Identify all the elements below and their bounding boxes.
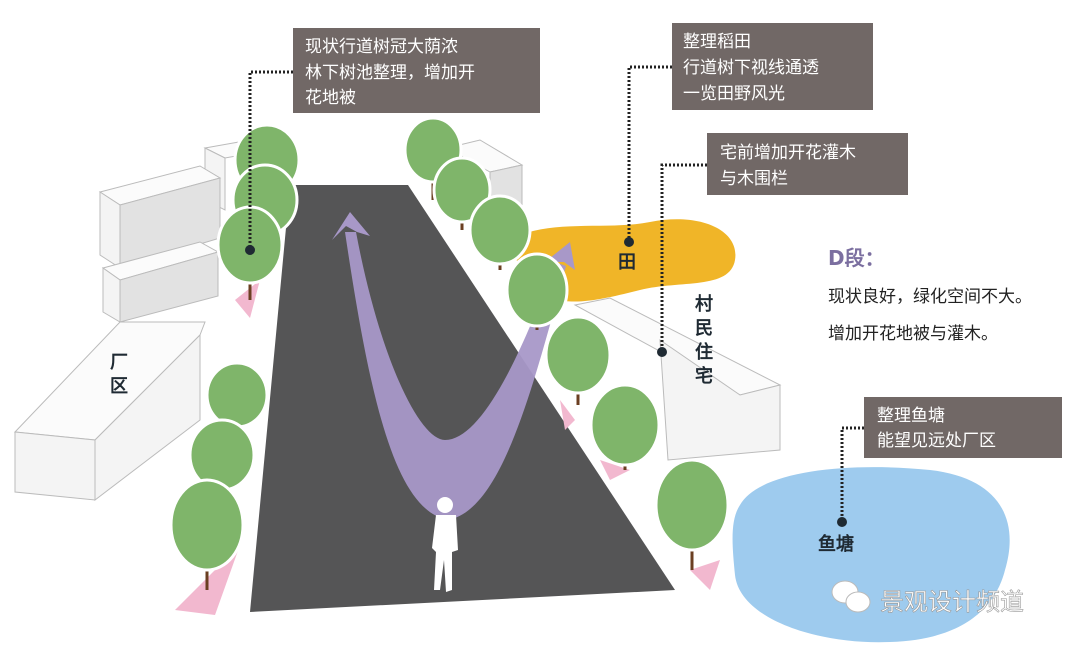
callout-line: 花地被 [305,88,356,108]
callout-shrubs: 宅前增加开花灌木 与木围栏 [707,133,908,195]
village-label-3: 住 [695,341,713,363]
callout-paddy: 整理稻田 行道树下视线通透 一览田野风光 [672,23,873,110]
callout-line: 现状行道树冠大荫浓 [305,37,458,57]
pedestrian-icon [432,497,458,592]
village-label-2: 民 [695,318,713,339]
left-buildings [13,139,272,502]
wechat-icon [831,580,871,613]
callout-line: 整理鱼塘 [877,406,945,426]
marker-street-trees [245,245,255,255]
callout-line: 一览田野风光 [683,84,785,104]
leader-pond [840,426,864,520]
callout-line: 能望见远处厂区 [877,431,996,451]
pond-label: 鱼塘 [818,533,854,555]
callout-line: 林下树池整理，增加开 [305,63,475,83]
section-line: 增加开花地被与灌木。 [828,324,998,344]
marker-paddy [624,237,634,247]
factory-label-2: 区 [110,376,128,397]
leader-paddy [627,65,672,240]
paddy-field [513,219,736,302]
arrow-head-right [545,242,575,270]
marker-pond [837,517,847,527]
village-label-4: 宅 [695,365,713,387]
leader-shrubs [660,163,707,350]
callout-street-trees: 现状行道树冠大荫浓 林下树池整理，增加开 花地被 [293,28,540,113]
section-line: 现状良好，绿化空间不大。 [828,287,1032,307]
sight-cone [345,232,566,520]
fish-pond [732,467,1010,643]
arrow-head-left [332,212,370,240]
callout-line: 行道树下视线通透 [683,58,819,78]
watermark-text: 景观设计频道 [880,588,1024,616]
callout-line: 与木围栏 [720,169,788,189]
field-label: 田 [618,252,636,273]
callout-line: 宅前增加开花灌木 [720,143,856,163]
village-label-1: 村 [695,293,713,315]
section-title: D段： [828,246,885,270]
callout-line: 整理稻田 [683,32,751,52]
factory-label-1: 厂 [110,352,128,373]
marker-shrubs [657,347,667,357]
leader-street-trees [248,70,293,248]
callout-pond: 整理鱼塘 能望见远处厂区 [864,397,1062,458]
